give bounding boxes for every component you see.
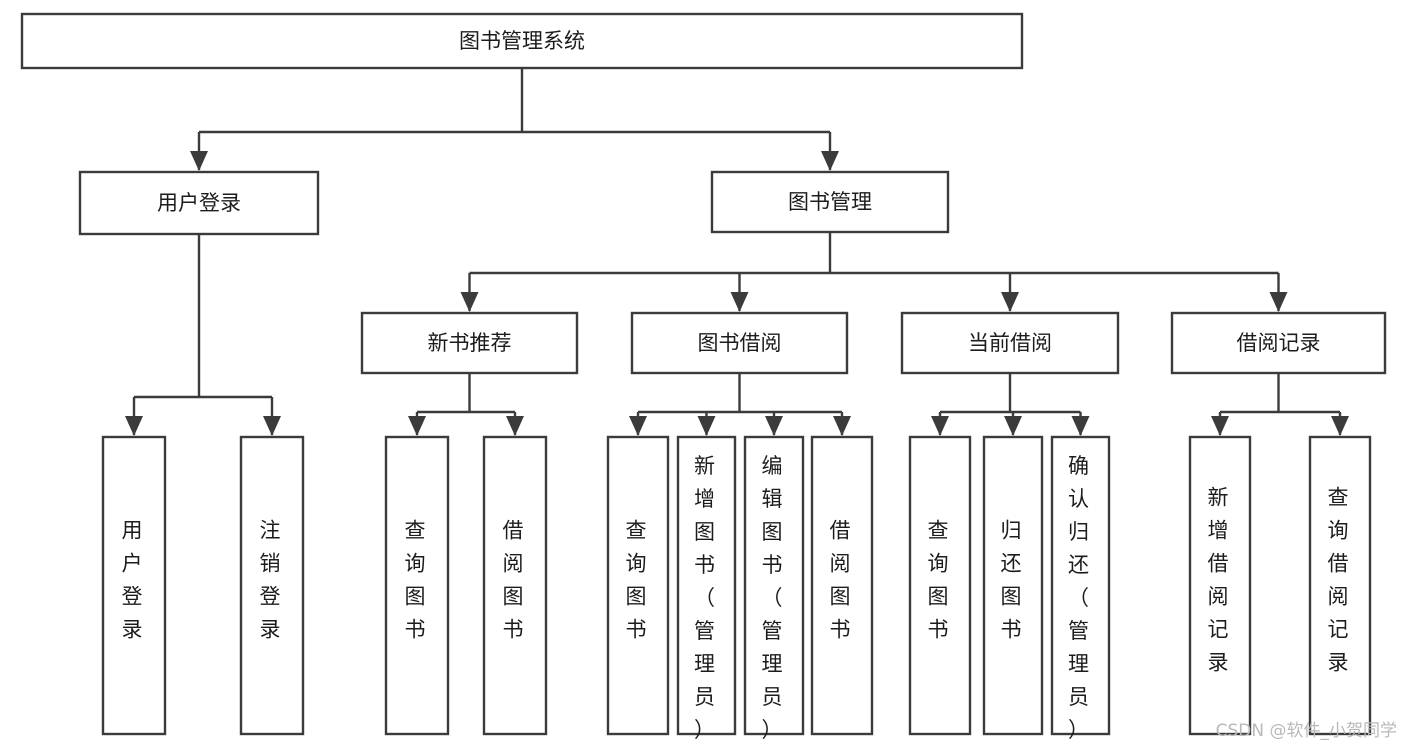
level3-node-2-label: 当前借阅: [968, 331, 1052, 355]
leaf-node-12[interactable]: 查询借阅记录: [1308, 435, 1372, 736]
leaf-node-10[interactable]: 确认归还（管理员）: [1050, 435, 1111, 742]
arrow-head-icon: [1071, 416, 1090, 436]
arrow-head-icon: [833, 416, 851, 436]
level2-node-0-label: 用户登录: [157, 191, 241, 215]
level3-node-0-box: [360, 311, 579, 375]
leaf-node-5-box: [676, 435, 737, 736]
leaf-node-9-box: [982, 435, 1044, 736]
leaf-node-10-box: [1050, 435, 1111, 736]
leaf-node-2-box: [384, 435, 450, 736]
root-node-label: 图书管理系统: [459, 29, 585, 53]
arrow-head-icon: [697, 416, 716, 436]
leaf-node-4[interactable]: 查询图书: [606, 435, 670, 736]
arrow-head-icon: [629, 416, 647, 436]
level2-node-1-box: [710, 170, 950, 234]
arrow-head-icon: [1004, 416, 1022, 436]
leaf-node-9[interactable]: 归还图书: [982, 435, 1044, 736]
arrow-head-icon: [1001, 292, 1019, 312]
arrow-head-icon: [190, 151, 208, 171]
level3-node-1-label: 图书借阅: [698, 331, 782, 355]
leaf-node-6-label: 编辑图书（管理员）: [762, 454, 787, 742]
connector-layer: [125, 68, 1349, 436]
leaf-node-4-box: [606, 435, 670, 736]
leaf-node-8-label: 查询图书: [928, 519, 953, 642]
leaf-node-9-label: 归还图书: [1001, 519, 1026, 642]
root-node[interactable]: 图书管理系统: [20, 12, 1024, 70]
leaf-node-1[interactable]: 注销登录: [239, 435, 305, 736]
leaf-node-10-label: 确认归还（管理员）: [1068, 454, 1093, 742]
level3-node-0[interactable]: 新书推荐: [360, 311, 579, 375]
arrow-head-icon: [125, 416, 143, 436]
level2-node-1[interactable]: 图书管理: [710, 170, 950, 234]
arrow-head-icon: [1211, 416, 1229, 436]
arrow-head-icon: [821, 151, 839, 171]
level3-node-2-box: [900, 311, 1120, 375]
arrow-head-icon: [506, 416, 524, 436]
level3-node-3[interactable]: 借阅记录: [1170, 311, 1387, 375]
leaf-node-4-label: 查询图书: [626, 519, 651, 642]
leaf-node-3[interactable]: 借阅图书: [482, 435, 548, 736]
arrow-head-icon: [931, 416, 949, 436]
leaf-node-6[interactable]: 编辑图书（管理员）: [743, 435, 805, 742]
leaf-node-11[interactable]: 新增借阅记录: [1188, 435, 1252, 736]
watermark-text: CSDN @软件_小贺同学: [1215, 721, 1397, 741]
leaf-node-2-label: 查询图书: [405, 519, 430, 642]
leaf-node-3-label: 借阅图书: [503, 519, 528, 642]
level3-node-1[interactable]: 图书借阅: [630, 311, 849, 375]
level2-node-0[interactable]: 用户登录: [78, 170, 320, 236]
leaf-node-12-box: [1308, 435, 1372, 736]
leaf-node-11-label: 新增借阅记录: [1208, 486, 1233, 675]
leaf-node-0-box: [101, 435, 167, 736]
node-layer: 图书管理系统用户登录图书管理新书推荐图书借阅当前借阅借阅记录用户登录注销登录查询…: [20, 12, 1387, 742]
arrow-head-icon: [263, 416, 281, 436]
leaf-node-7-box: [810, 435, 874, 736]
leaf-node-0[interactable]: 用户登录: [101, 435, 167, 736]
level3-node-3-box: [1170, 311, 1387, 375]
leaf-node-1-box: [239, 435, 305, 736]
leaf-node-5[interactable]: 新增图书（管理员）: [676, 435, 737, 742]
level2-node-1-label: 图书管理: [788, 190, 872, 214]
arrow-head-icon: [730, 292, 749, 312]
leaf-node-11-box: [1188, 435, 1252, 736]
level3-node-2[interactable]: 当前借阅: [900, 311, 1120, 375]
arrow-head-icon: [1331, 416, 1349, 436]
leaf-node-1-label: 注销登录: [260, 519, 285, 642]
leaf-node-12-label: 查询借阅记录: [1328, 486, 1353, 675]
level3-node-0-label: 新书推荐: [428, 331, 512, 355]
leaf-node-8[interactable]: 查询图书: [908, 435, 972, 736]
arrow-head-icon: [408, 416, 426, 436]
leaf-node-3-box: [482, 435, 548, 736]
leaf-node-6-box: [743, 435, 805, 736]
leaf-node-7[interactable]: 借阅图书: [810, 435, 874, 736]
arrow-head-icon: [460, 292, 479, 312]
leaf-node-0-label: 用户登录: [122, 519, 147, 642]
level3-node-3-label: 借阅记录: [1237, 331, 1321, 355]
level2-node-0-box: [78, 170, 320, 236]
root-node-box: [20, 12, 1024, 70]
arrow-head-icon: [765, 416, 783, 436]
level3-node-1-box: [630, 311, 849, 375]
leaf-node-7-label: 借阅图书: [830, 519, 855, 642]
leaf-node-2[interactable]: 查询图书: [384, 435, 450, 736]
leaf-node-8-box: [908, 435, 972, 736]
leaf-node-5-label: 新增图书（管理员）: [694, 454, 719, 742]
arrow-head-icon: [1269, 292, 1288, 312]
